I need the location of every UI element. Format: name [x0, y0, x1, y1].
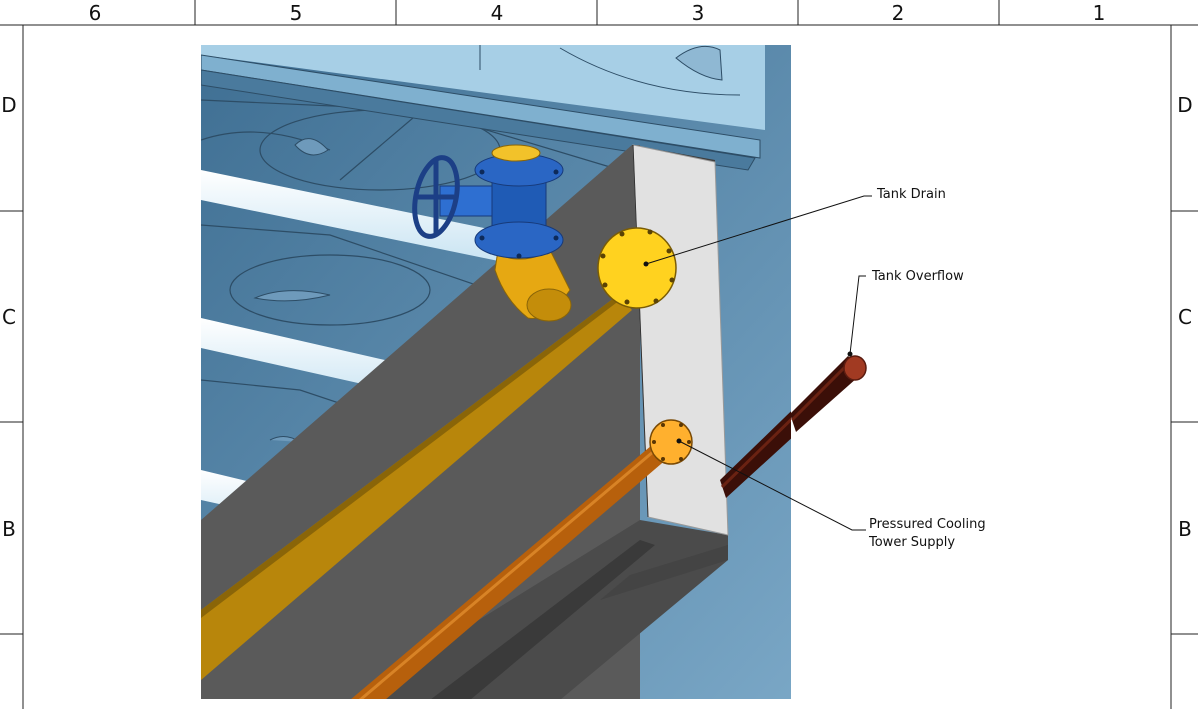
gate-valve	[439, 144, 564, 259]
column-label-2: 2	[892, 1, 905, 25]
tank-overflow-pipe	[720, 411, 791, 498]
housing-end-face	[632, 144, 729, 536]
row-labels-left: D C B	[1, 93, 16, 541]
callout-dots	[643, 261, 853, 444]
callout-tank-overflow: Tank Overflow	[871, 269, 964, 284]
tank-drain-pipe	[201, 295, 632, 680]
cooling-supply-pipe	[351, 440, 668, 699]
row-label-c-right: C	[1178, 305, 1192, 329]
row-label-b-left: B	[2, 517, 16, 541]
column-label-3: 3	[692, 1, 705, 25]
tank-overflow-pipe-outside	[790, 355, 867, 432]
callout-cooling-supply-line2: Tower Supply	[868, 535, 955, 550]
column-label-5: 5	[290, 1, 303, 25]
row-label-d-right: D	[1177, 93, 1192, 117]
column-label-1: 1	[1093, 1, 1106, 25]
row-label-b-right: B	[1178, 517, 1192, 541]
tank-rim	[201, 45, 765, 171]
callout-tank-drain: Tank Drain	[876, 187, 946, 202]
row-label-c-left: C	[2, 305, 16, 329]
model-view	[201, 45, 791, 699]
row-labels-right: D C B	[1177, 93, 1192, 541]
tank-drain-flange	[597, 227, 677, 309]
column-label-4: 4	[491, 1, 504, 25]
callout-leaders	[645, 195, 872, 531]
column-labels: 6 5 4 3 2 1	[89, 1, 1106, 25]
callout-cooling-supply-line1: Pressured Cooling	[869, 517, 986, 532]
cooling-supply-flange	[649, 419, 693, 465]
row-label-d-left: D	[1, 93, 16, 117]
column-label-6: 6	[89, 1, 102, 25]
handwheel-icon	[412, 155, 460, 239]
